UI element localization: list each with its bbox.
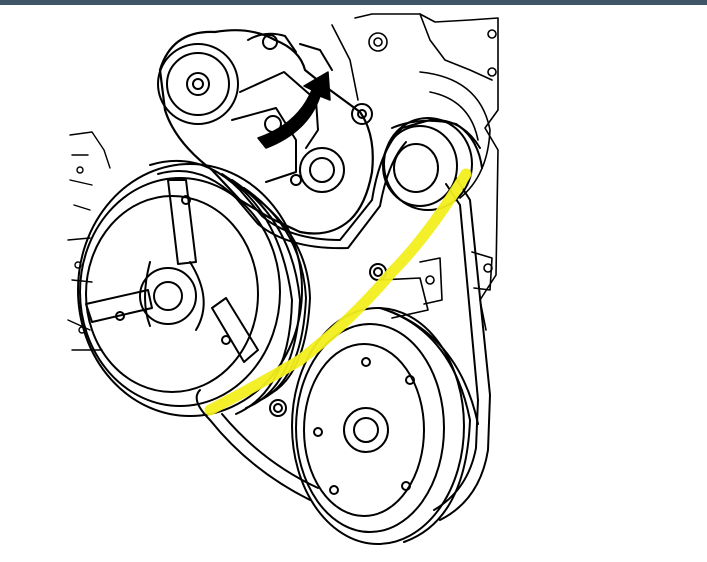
tensioner-pulley [157,43,239,125]
crankshaft-pulley [77,163,311,417]
tensioner-assembly [157,29,374,235]
belt-routing-diagram [67,13,499,545]
window-top-bar [0,0,707,5]
transmission-outline [67,131,111,351]
accessory-pulley [291,307,479,545]
idler-pulley [382,117,483,211]
tensioner-arrow [257,71,331,149]
highlight-stroke [204,168,472,416]
engine-block-outline [331,13,499,331]
